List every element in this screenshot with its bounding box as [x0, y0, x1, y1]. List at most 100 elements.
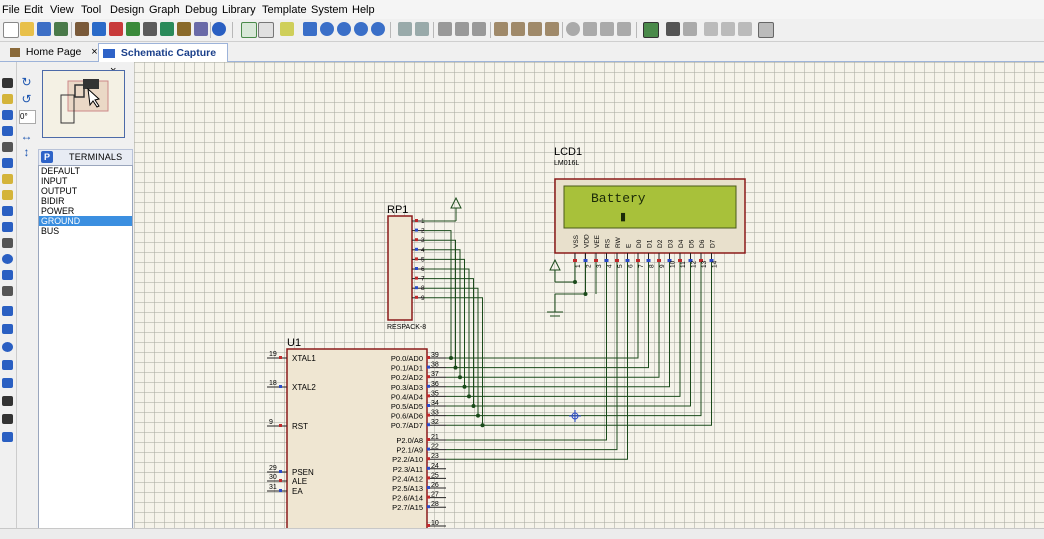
- menu-library[interactable]: Library: [222, 4, 256, 16]
- wire[interactable]: [424, 287, 479, 416]
- block-copy-icon[interactable]: [494, 22, 508, 36]
- wire[interactable]: [424, 239, 456, 368]
- zoom-all-icon[interactable]: [354, 22, 368, 36]
- mirror-horizontal-icon[interactable]: ↔: [20, 129, 33, 143]
- terminals-mode-icon[interactable]: [2, 190, 13, 200]
- text-script-icon[interactable]: [2, 142, 13, 152]
- wire[interactable]: [446, 262, 618, 451]
- 3d-view-icon[interactable]: [143, 22, 157, 36]
- import-icon[interactable]: [54, 22, 68, 36]
- zoom-in-icon[interactable]: [320, 22, 334, 36]
- buses-icon[interactable]: [2, 158, 13, 168]
- terminal-item[interactable]: OUTPUT: [41, 186, 78, 196]
- close-icon[interactable]: ×: [91, 46, 98, 58]
- box-icon[interactable]: [2, 324, 13, 334]
- pan-icon[interactable]: [303, 22, 317, 36]
- menu-help[interactable]: Help: [352, 4, 375, 16]
- wire[interactable]: [424, 268, 470, 397]
- marker-icon[interactable]: [2, 432, 13, 442]
- line-icon[interactable]: [2, 306, 13, 316]
- power-terminal-rp[interactable]: [422, 196, 462, 222]
- wire[interactable]: [424, 230, 452, 358]
- bom-icon[interactable]: [160, 22, 174, 36]
- terminals-list[interactable]: DEFAULT INPUT OUTPUT BIDIR POWER GROUND …: [38, 165, 133, 529]
- rotate-anticlockwise-icon[interactable]: ↺: [21, 92, 32, 106]
- wire[interactable]: [446, 262, 607, 441]
- zoom-out-icon[interactable]: [337, 22, 351, 36]
- mirror-vertical-icon[interactable]: ↕: [23, 145, 30, 159]
- property-assignment-icon[interactable]: [683, 22, 697, 36]
- wire[interactable]: [446, 262, 649, 369]
- tab-schematic-capture[interactable]: Schematic Capture ×: [98, 43, 228, 77]
- terminal-item[interactable]: BUS: [41, 226, 60, 236]
- junction-dot-icon[interactable]: [2, 110, 13, 120]
- rotate-clockwise-icon[interactable]: ↻: [21, 75, 32, 89]
- gerber-icon[interactable]: [126, 22, 140, 36]
- wire[interactable]: [424, 297, 483, 426]
- home-icon[interactable]: [75, 22, 89, 36]
- paste-icon[interactable]: [472, 22, 486, 36]
- tab-home-page[interactable]: Home Page ×: [6, 43, 98, 61]
- undo-icon[interactable]: [398, 22, 412, 36]
- search-icon[interactable]: [666, 22, 680, 36]
- block-move-icon[interactable]: [511, 22, 525, 36]
- terminal-item[interactable]: BIDIR: [41, 196, 65, 206]
- menu-tool[interactable]: Tool: [81, 4, 102, 16]
- generator-icon[interactable]: [2, 254, 13, 264]
- block-rotate-icon[interactable]: [528, 22, 542, 36]
- netlist-icon[interactable]: [758, 22, 774, 38]
- new-sheet-icon[interactable]: [704, 22, 718, 36]
- grid-toggle-icon[interactable]: [258, 22, 274, 38]
- rotation-angle-field[interactable]: 0°: [19, 110, 36, 124]
- terminal-item[interactable]: DEFAULT: [41, 166, 80, 176]
- wire[interactable]: [446, 262, 691, 407]
- ground-terminal-lcd[interactable]: [547, 294, 563, 317]
- terminal-item-selected[interactable]: GROUND: [39, 216, 132, 226]
- overview-window[interactable]: [42, 70, 125, 138]
- mcu-body[interactable]: [286, 348, 428, 528]
- schematic-icon[interactable]: [92, 22, 106, 36]
- menu-system[interactable]: System: [311, 4, 348, 16]
- decompose-icon[interactable]: [617, 22, 631, 36]
- menu-design[interactable]: Design: [110, 4, 145, 16]
- make-device-icon[interactable]: [583, 22, 597, 36]
- wire[interactable]: [446, 262, 639, 359]
- wire[interactable]: [446, 262, 681, 397]
- wire[interactable]: [446, 262, 628, 460]
- pcb-layout-icon[interactable]: [109, 22, 123, 36]
- wire[interactable]: [446, 262, 702, 417]
- block-delete-icon[interactable]: [545, 22, 559, 36]
- open-folder-icon[interactable]: [20, 22, 34, 36]
- new-file-icon[interactable]: [3, 22, 19, 38]
- copy-icon[interactable]: [455, 22, 469, 36]
- menu-debug[interactable]: Debug: [185, 4, 218, 16]
- respack-body[interactable]: [387, 215, 413, 321]
- selection-mode-icon[interactable]: [2, 78, 13, 88]
- device-pins-icon[interactable]: [2, 206, 13, 216]
- menu-template[interactable]: Template: [262, 4, 307, 16]
- menu-edit[interactable]: Edit: [24, 4, 43, 16]
- design-explorer-icon[interactable]: [177, 22, 191, 36]
- arc-icon[interactable]: [2, 360, 13, 370]
- zoom-area-icon[interactable]: [371, 22, 385, 36]
- save-icon[interactable]: [37, 22, 51, 36]
- pick-device-icon[interactable]: [566, 22, 580, 36]
- subcircuit-icon[interactable]: [2, 174, 13, 184]
- text-icon[interactable]: [2, 396, 13, 406]
- menu-view[interactable]: View: [50, 4, 74, 16]
- probe-icon[interactable]: [2, 270, 13, 280]
- path-icon[interactable]: [2, 378, 13, 388]
- source-code-icon[interactable]: [194, 22, 208, 36]
- cut-icon[interactable]: [438, 22, 452, 36]
- redo-icon[interactable]: [415, 22, 429, 36]
- menu-graph[interactable]: Graph: [149, 4, 180, 16]
- circle-icon[interactable]: [2, 342, 13, 352]
- wire[interactable]: [424, 278, 474, 406]
- wire[interactable]: [424, 249, 461, 378]
- wire[interactable]: [446, 262, 670, 388]
- graph-mode-icon[interactable]: [2, 222, 13, 232]
- refresh-icon[interactable]: [241, 22, 257, 38]
- power-terminal-lcd[interactable]: [549, 258, 575, 283]
- terminal-item[interactable]: INPUT: [41, 176, 68, 186]
- wire-label-icon[interactable]: [2, 126, 13, 136]
